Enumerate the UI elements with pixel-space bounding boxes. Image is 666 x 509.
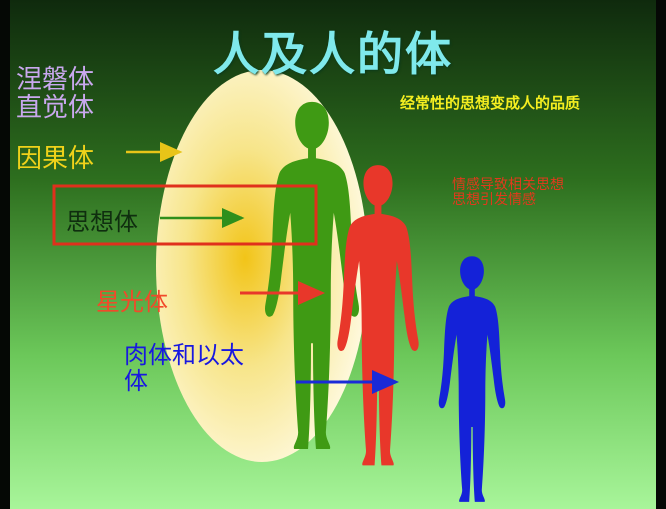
left-border xyxy=(0,0,10,509)
emotion-thought-caption-line1: 情感导致相关思想 xyxy=(452,177,564,193)
mental-body-highlight-box xyxy=(52,184,318,246)
causal-body-label: 因果体 xyxy=(16,144,95,174)
astral-body-label: 星光体 xyxy=(96,288,168,316)
physical-body-label-line1: 肉体和以太 xyxy=(124,341,244,369)
mental-body-label: 思想体 xyxy=(66,208,138,236)
nirvana-intuition-body-label: 涅磐体 直觉体 xyxy=(16,66,94,122)
emotion-thought-caption: 情感导致相关思想 思想引发情感 xyxy=(452,178,564,208)
emotion-thought-caption-line2: 思想引发情感 xyxy=(452,192,536,208)
aura-ellipse xyxy=(156,70,368,462)
physical-etheric-body-label: 肉体和以太 体 xyxy=(124,342,244,394)
thought-quality-caption: 经常性的思想变成人的品质 xyxy=(400,94,581,112)
physical-body-label-line2: 体 xyxy=(124,367,148,395)
slide-title: 人及人的体 xyxy=(213,27,453,81)
right-border xyxy=(656,0,666,509)
intuition-body-label: 直觉体 xyxy=(16,93,95,123)
nirvana-body-label: 涅磐体 xyxy=(16,65,95,95)
